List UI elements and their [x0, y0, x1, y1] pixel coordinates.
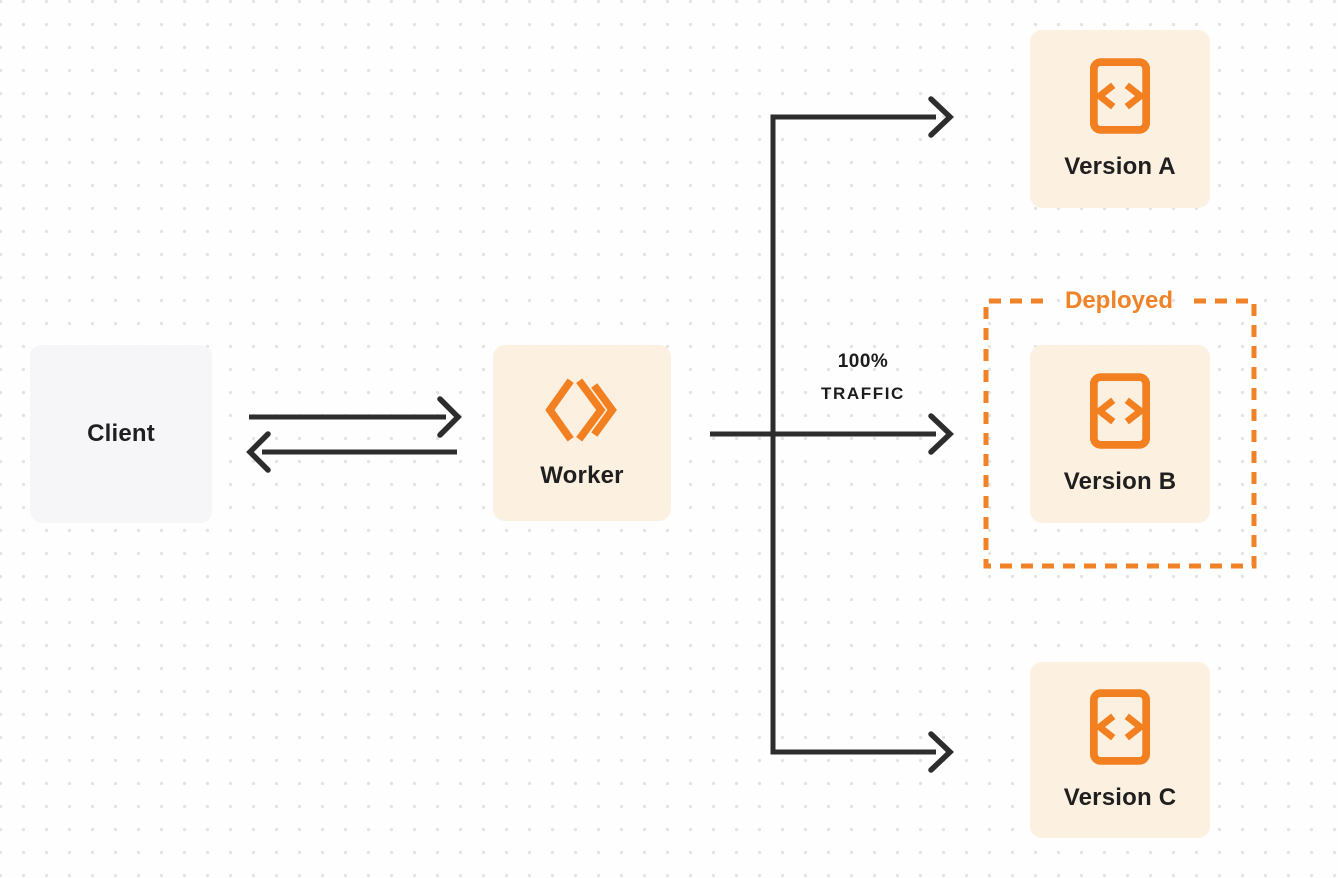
- deployed-boundary: [983, 298, 1257, 569]
- version-b-label: Version B: [1063, 468, 1177, 495]
- client-node: Client: [30, 345, 212, 523]
- version-c-node: Version C: [1030, 662, 1210, 838]
- code-file-icon: [1089, 688, 1151, 766]
- worker-to-client-arrow: [246, 431, 457, 473]
- code-file-icon: [1089, 372, 1151, 450]
- client-label: Client: [87, 420, 155, 447]
- arrowhead-version-c: [928, 731, 954, 773]
- traffic-word: TRAFFIC: [821, 384, 905, 403]
- code-file-icon: [1089, 57, 1151, 135]
- worker-label: Worker: [540, 462, 624, 489]
- client-to-worker-arrow: [249, 396, 462, 438]
- workers-logo-icon: [544, 376, 620, 444]
- version-c-label: Version C: [1063, 784, 1177, 811]
- worker-to-version-b-arrow: [710, 413, 954, 455]
- traffic-percent: 100%: [837, 351, 889, 372]
- version-a-node: Version A: [1030, 30, 1210, 208]
- deployed-label: Deployed: [1064, 287, 1174, 314]
- arrowhead-version-b: [928, 413, 954, 455]
- arrowhead-version-a: [928, 96, 954, 138]
- traffic-annotation: 100% TRAFFIC: [781, 351, 945, 404]
- version-b-node: Version B: [1030, 345, 1210, 523]
- version-a-label: Version A: [1064, 153, 1176, 180]
- worker-node: Worker: [493, 345, 671, 521]
